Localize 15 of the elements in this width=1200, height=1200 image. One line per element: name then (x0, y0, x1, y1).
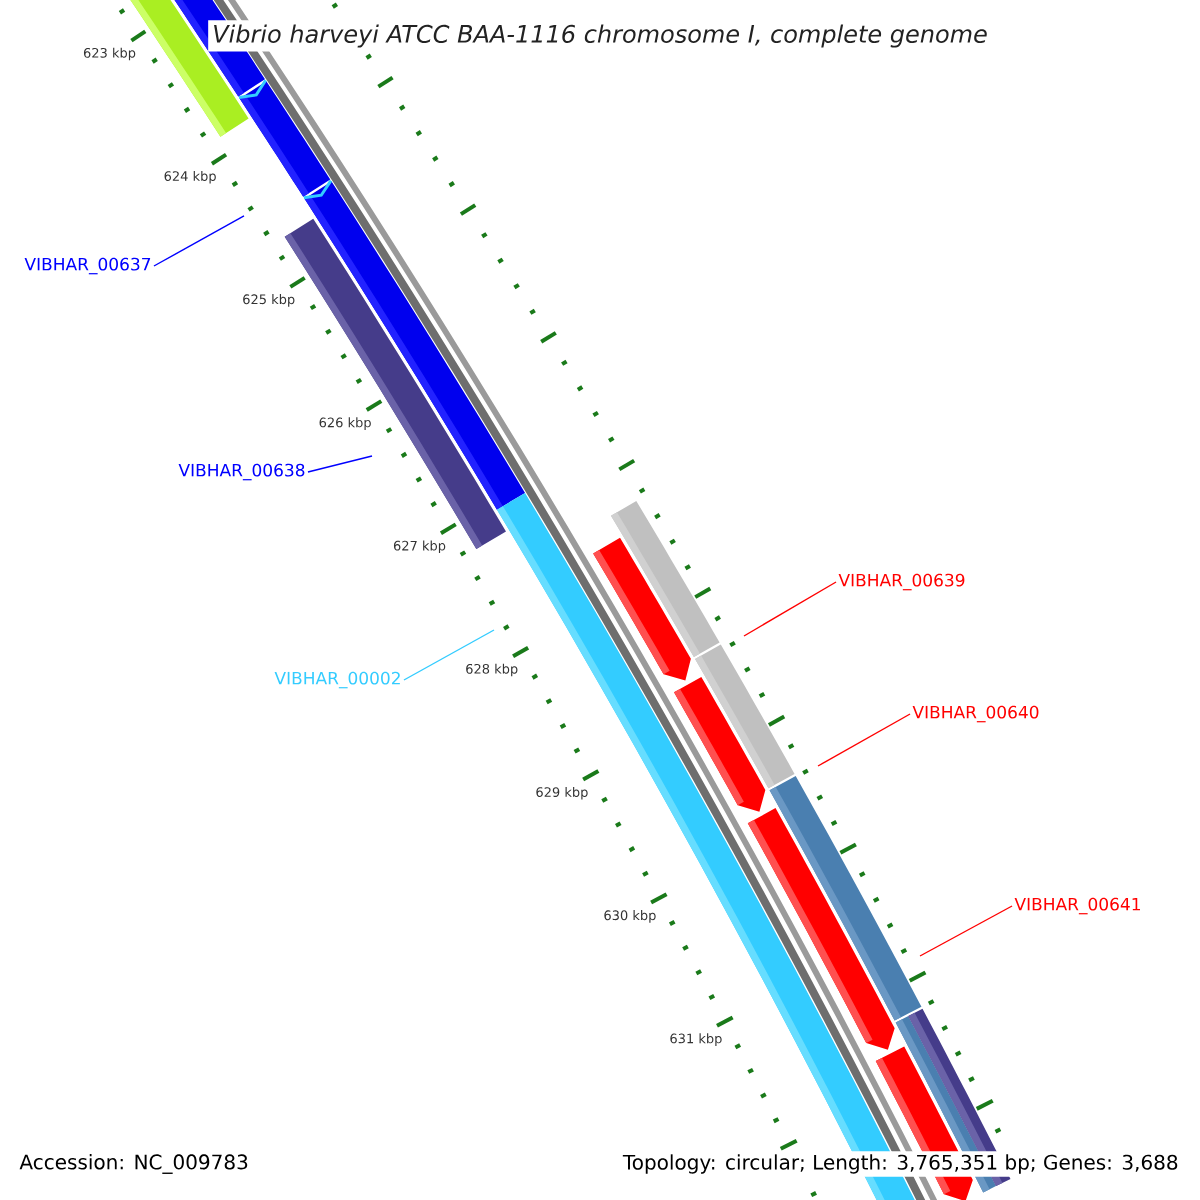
genome-stats-label: Topology: circular; Length: 3,765,351 bp; Genes: 3,688 (619, 1151, 1182, 1177)
accession-label: Accession: NC_009783 (16, 1151, 252, 1177)
gene-label: VIBHAR_00002 (274, 671, 400, 689)
gene-label: VIBHAR_00639 (838, 573, 965, 591)
gene-label: VIBHAR_00637 (24, 257, 151, 275)
gene-label: VIBHAR_00638 (178, 463, 305, 481)
gene-label: VIBHAR_00640 (912, 705, 1039, 723)
leader-line (817, 713, 911, 767)
leader-line (153, 215, 245, 267)
leader-line (403, 629, 495, 681)
gene-label: VIBHAR_00641 (1014, 897, 1140, 915)
leader-line (307, 455, 373, 473)
map-title: Vibrio harveyi ATCC BAA-1116 chromosome I, complete genome (208, 20, 992, 52)
leader-line (919, 905, 1013, 957)
leader-line (743, 581, 837, 637)
